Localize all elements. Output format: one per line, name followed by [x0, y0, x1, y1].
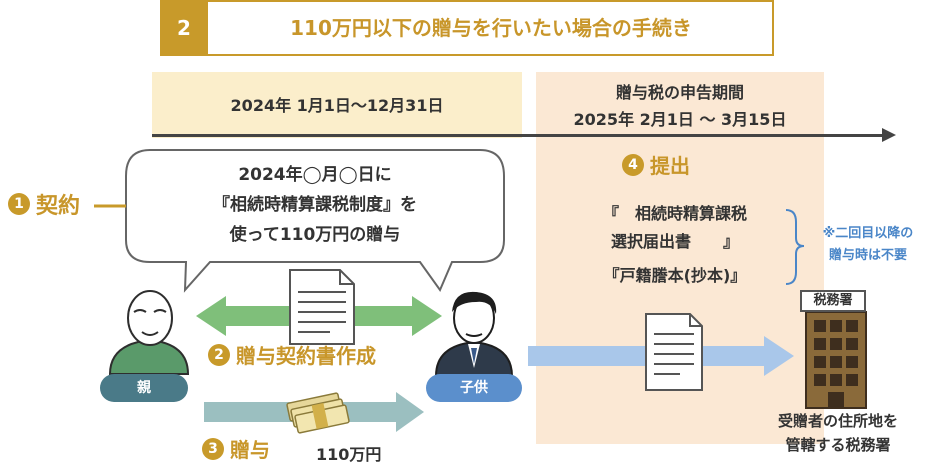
note-brace	[785, 209, 805, 285]
step-label: 契約	[36, 194, 81, 219]
parent-avatar	[108, 290, 190, 375]
step-number: 3	[202, 437, 224, 460]
step-number: 1	[8, 193, 30, 215]
gift-amount: 110万円	[316, 445, 382, 464]
section-header	[160, 0, 774, 56]
step-label: 贈与	[230, 438, 270, 462]
step-create-contract: 2 贈与契約書作成	[208, 340, 376, 369]
bubble-line-1: 2024年◯月◯日に	[238, 165, 392, 185]
document-icon	[645, 313, 703, 391]
parent-label: 親	[100, 374, 188, 402]
note-line-1: ※二回目以降の	[822, 226, 914, 241]
section-title: 110万円以下の贈与を行いたい場合の手続き	[290, 16, 692, 40]
filing-period-dates: 2025年 2月1日 〜 3月15日	[573, 110, 787, 129]
tax-office-label-line-1: 受贈者の住所地を	[777, 412, 898, 430]
document-name-line-3: 『戸籍謄本(抄本)』	[603, 266, 747, 285]
step-label: 提出	[650, 154, 690, 178]
document-icon	[289, 269, 355, 345]
money-icon	[286, 392, 350, 434]
bubble-line-2: 『相続時精算課税制度』を	[213, 195, 417, 215]
bubble-line-3: 使って110万円の贈与	[229, 225, 401, 245]
step-gift: 3 贈与	[202, 434, 270, 463]
tax-office-label-line-2: 管轄する税務署	[785, 436, 891, 454]
timeline-arrow	[152, 134, 887, 137]
filing-period-title: 贈与税の申告期間	[615, 83, 744, 102]
building-icon	[805, 311, 867, 409]
gift-period-label: 2024年 1月1日～12月31日	[230, 96, 444, 115]
step-number: 2	[208, 343, 230, 366]
step-submit: 4 提出	[622, 150, 690, 179]
tax-office-sign: 税務署	[800, 290, 866, 312]
step-label: 贈与契約書作成	[236, 344, 376, 368]
child-avatar	[434, 291, 514, 377]
step-number: 4	[622, 153, 644, 176]
document-name-line-1: 『 相続時精算課税	[602, 204, 747, 223]
speech-bubble	[125, 149, 505, 293]
document-name-line-2: 選択届出書 』	[610, 232, 739, 251]
timeline-arrowhead	[882, 128, 896, 142]
section-number: 2	[160, 0, 208, 56]
gift-period-band	[152, 72, 522, 138]
child-label: 子供	[426, 374, 522, 402]
note-line-2: 贈与時は不要	[828, 248, 907, 263]
step-contract: 1 契約	[8, 188, 80, 220]
